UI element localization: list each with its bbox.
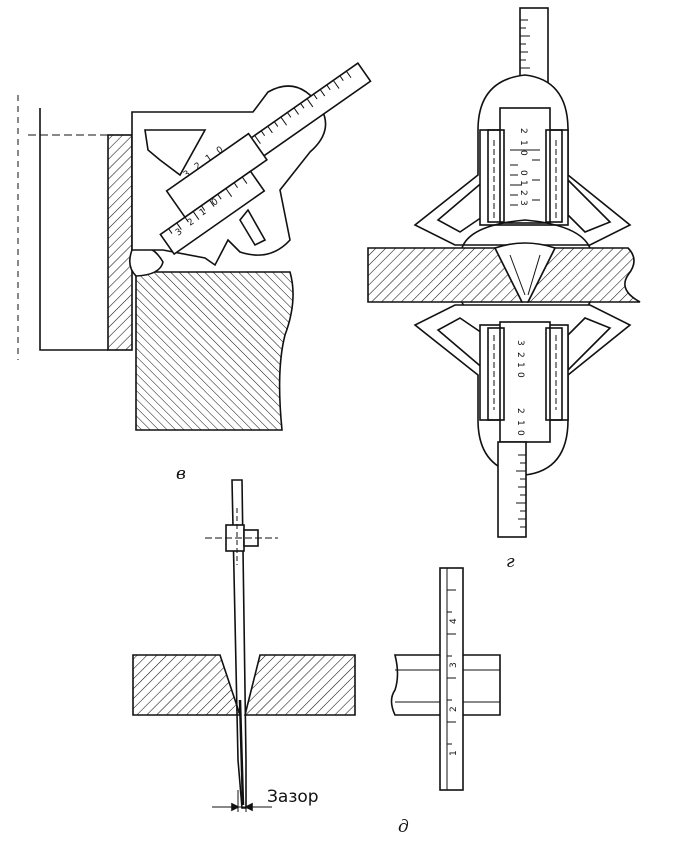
scale-digit-d: 1 [449, 750, 459, 756]
figure-label-g: г [506, 552, 515, 572]
figure-v [17, 62, 372, 431]
scale-digit-g: 1 [518, 140, 528, 146]
scale-digit-g: 2 [515, 408, 525, 414]
scale-digit-v: 3 [182, 169, 192, 180]
ruler-d [439, 567, 464, 791]
gap-label: Зазор [267, 787, 319, 807]
scale-digit-g: 2 [518, 128, 528, 134]
figure-g [367, 7, 641, 538]
scale-digit-g: 3 [515, 340, 525, 346]
scale-digit-v: 0 [210, 197, 221, 209]
figure-d [132, 479, 501, 812]
plate-d-left [132, 654, 242, 716]
scale-digit-g: 2 [515, 352, 525, 358]
figure-label-v: в [176, 464, 186, 484]
figure-label-d: д [398, 817, 409, 837]
scale-digit-d: 2 [449, 706, 459, 712]
scale-digits: 3 2 1 0 3 2 1 0 2 1 0 3 2 1 0 3 2 1 0 2 … [174, 128, 528, 756]
plate-right [526, 247, 641, 303]
scale-digit-g: 0 [515, 430, 525, 436]
vertical-plate-outline [39, 108, 108, 351]
scale-digit-v: 2 [186, 217, 196, 228]
scale-digit-g: 0 [515, 372, 525, 378]
scale-digit-g: 1 [518, 180, 528, 186]
vertical-plate [107, 134, 133, 351]
scale-digit-v: 3 [174, 227, 184, 238]
horizontal-plate [135, 271, 294, 431]
scale-digit-d: 3 [449, 662, 459, 668]
scale-digit-v: 0 [215, 145, 226, 157]
scale-digit-g: 3 [518, 200, 528, 206]
scale-digit-v: 1 [204, 153, 214, 164]
scale-digit-g: 2 [518, 190, 528, 196]
scale-digit-g: 1 [515, 362, 525, 368]
scale-digit-g: 0 [518, 170, 528, 176]
plate-d-right [243, 654, 356, 716]
scale-digit-g: 0 [518, 150, 528, 156]
scale-digit-d: 4 [449, 618, 459, 624]
scale-digit-g: 1 [515, 420, 525, 426]
scale-digit-v: 1 [198, 207, 208, 218]
ruler-bottom [497, 441, 527, 538]
scale-digit-v: 2 [193, 161, 203, 172]
butt-weld [493, 242, 557, 303]
